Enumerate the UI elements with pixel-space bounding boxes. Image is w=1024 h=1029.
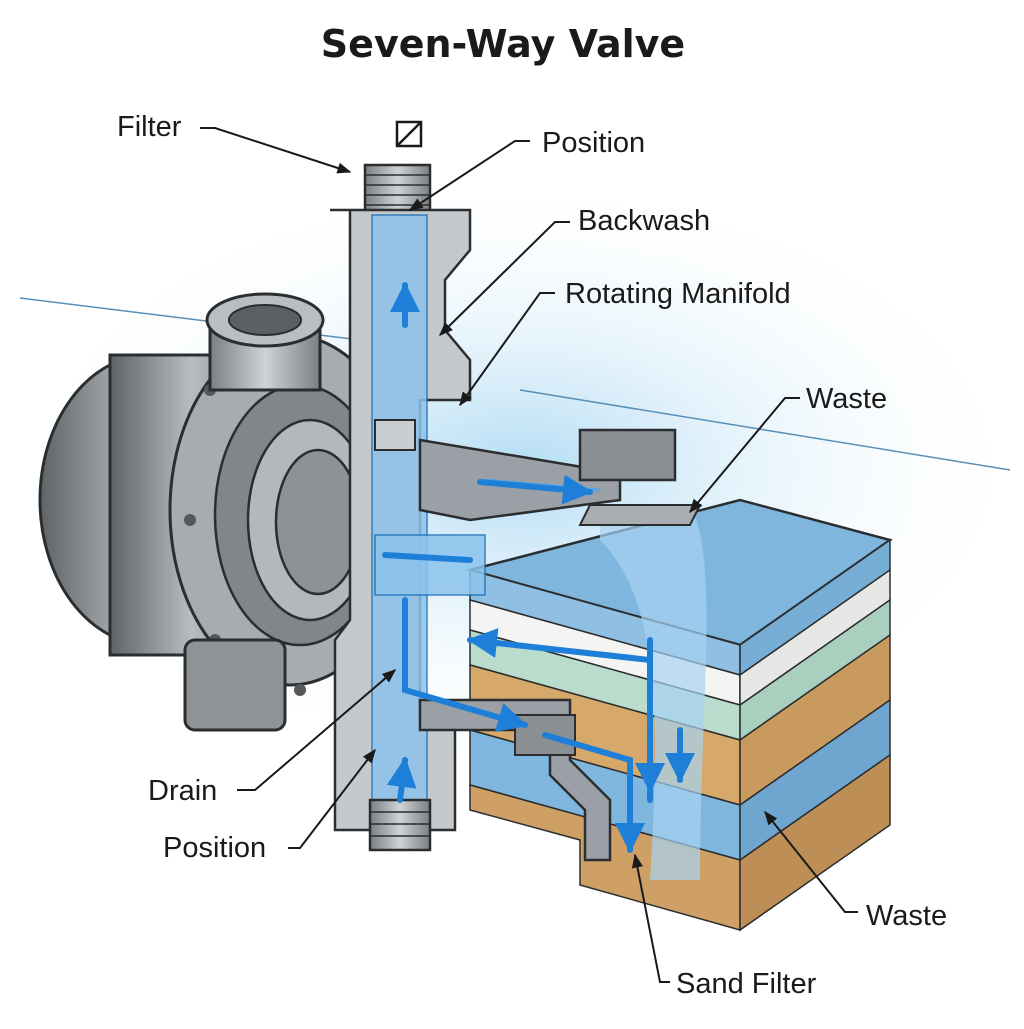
leader-lines [200, 127, 858, 983]
waste-waterfall [600, 505, 707, 880]
label-position-top: Position [542, 127, 645, 159]
flow-arrow-manifold [382, 552, 473, 563]
leader-backwash [439, 221, 570, 336]
sand-filter-block [465, 498, 893, 932]
labels: Filter Position Backwash Rotating Manifo… [117, 111, 947, 1000]
label-waste-bottom: Waste [866, 900, 947, 932]
pump-ring-2 [274, 448, 362, 596]
pump-foot [183, 638, 287, 732]
flow-arrow-up-bottom [386, 757, 417, 803]
leader-waste-top [689, 397, 800, 514]
bolt [184, 514, 196, 526]
flow-arrows [382, 282, 695, 853]
leader-waste-bottom [764, 810, 858, 913]
rotating-manifold [374, 419, 416, 451]
label-rotating-manifold: Rotating Manifold [565, 278, 791, 310]
label-position-bottom: Position [163, 832, 266, 864]
bottom-threaded-fitting [368, 798, 432, 852]
label-drain: Drain [148, 775, 217, 807]
leader-position-top [408, 140, 530, 211]
label-sand-filter: Sand Filter [676, 968, 817, 1000]
leader-drain [237, 669, 397, 791]
diagram-title: Seven-Way Valve [321, 22, 685, 66]
flow-arrow-to-filter [402, 597, 528, 732]
leader-filter [200, 127, 352, 174]
leader-rotating-manifold [459, 292, 555, 407]
leader-sand-filter [631, 853, 670, 983]
waste-outlet-plate [578, 504, 702, 526]
waste-port-block [578, 428, 677, 482]
label-backwash: Backwash [578, 205, 710, 237]
label-waste-top: Waste [806, 383, 887, 415]
bolt [294, 684, 306, 696]
top-threaded-fitting [363, 163, 432, 217]
valve-bore [371, 214, 428, 816]
horizon-line-right [519, 389, 1011, 471]
label-filter: Filter [117, 111, 182, 143]
flow-arrow-upper [477, 474, 593, 505]
valve-column [330, 163, 486, 852]
side-sand-bottom [739, 753, 891, 932]
square-slash-icon [395, 120, 423, 148]
leader-position-bottom [288, 748, 376, 849]
manifold-chamber [374, 534, 486, 596]
pump-inlet-opening [228, 304, 302, 336]
flow-arrow-lower [542, 732, 645, 853]
